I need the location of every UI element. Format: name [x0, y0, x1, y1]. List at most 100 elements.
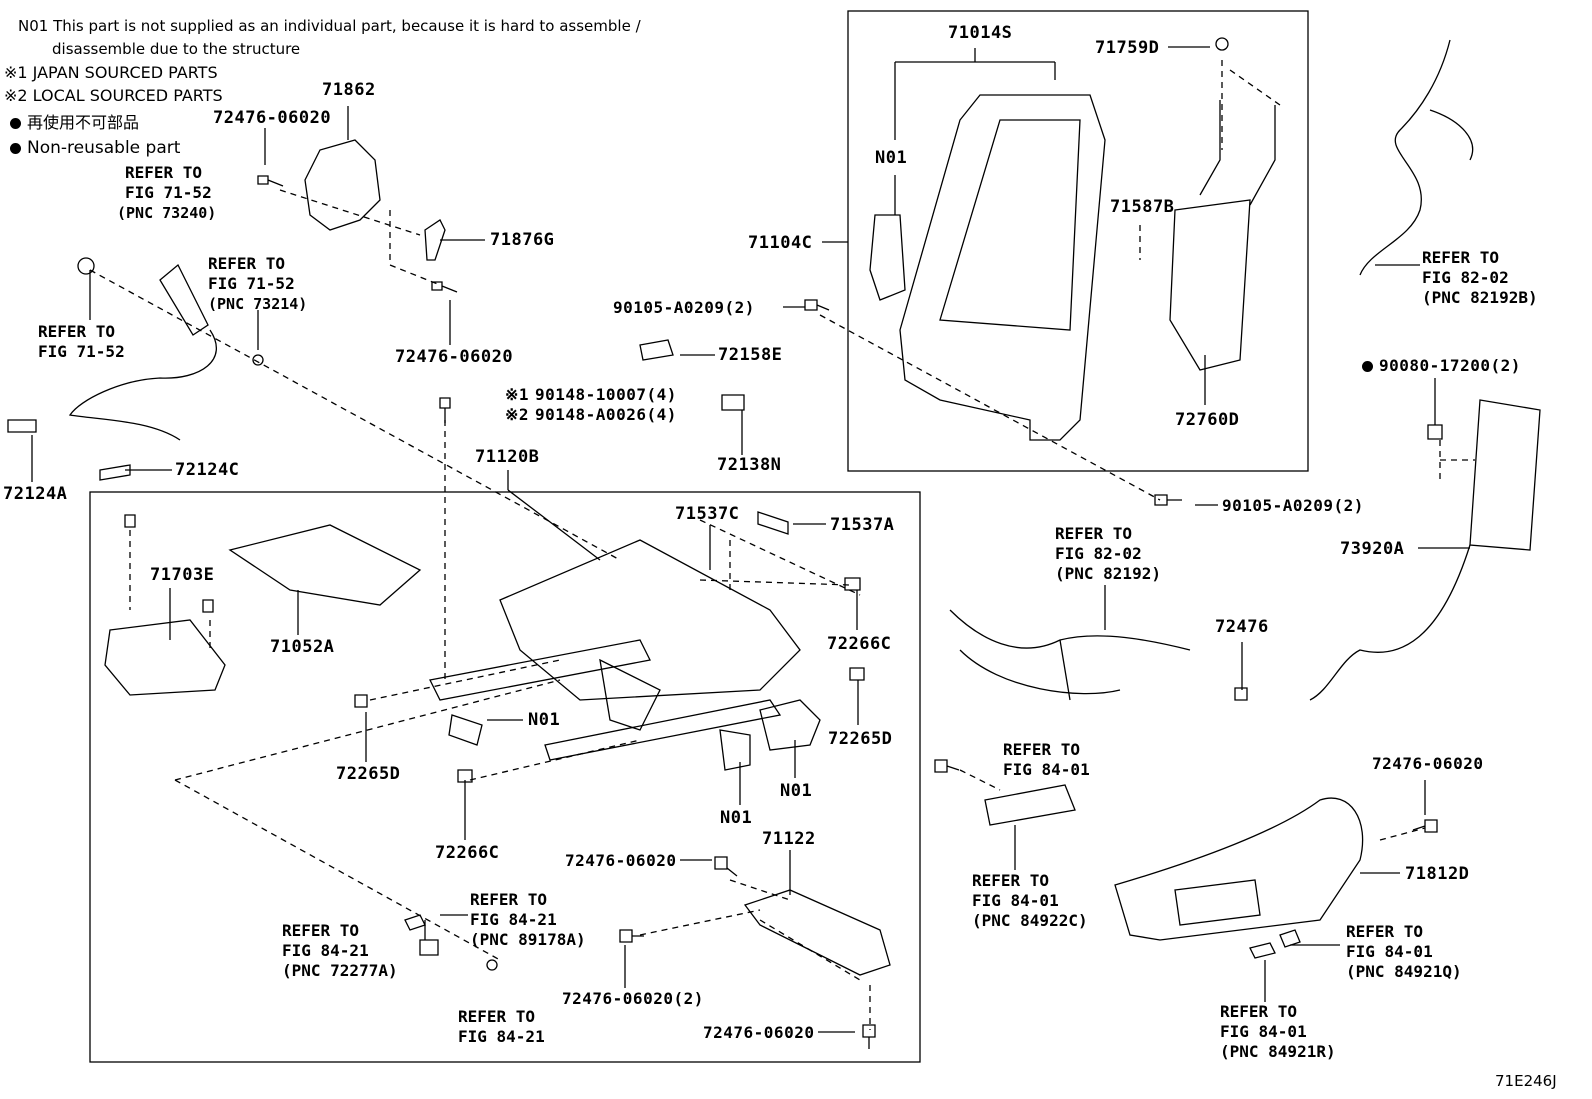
note-nonreuse-en-text: Non-reusable part: [27, 138, 181, 158]
note-nonreuse-jp: 再使用不可部品: [10, 112, 139, 134]
part-71862[interactable]: 71862: [322, 80, 376, 100]
ref-line: FIG 84-01: [1003, 760, 1090, 779]
ref-fig-84-01-pnc-84922c[interactable]: REFER TO FIG 84-01 (PNC 84922C): [972, 871, 1088, 931]
ref-line: REFER TO: [1346, 922, 1424, 941]
note-nonreuse-en: Non-reusable part: [10, 137, 180, 159]
ref-line: REFER TO: [125, 163, 203, 182]
ref-line: FIG 82-02: [1422, 268, 1509, 287]
part-71876g[interactable]: 71876G: [490, 230, 555, 250]
ref-line: FIG 84-01: [972, 891, 1059, 910]
part-71587b[interactable]: 71587B: [1110, 197, 1175, 217]
ref-line: REFER TO: [972, 871, 1050, 890]
ref-line: REFER TO: [38, 322, 116, 341]
ref-fig-71-52[interactable]: REFER TO FIG 71-52: [38, 322, 125, 362]
part-72124a[interactable]: 72124A: [3, 484, 68, 504]
ref-line: (PNC 84921R): [1220, 1042, 1336, 1061]
part-72124c[interactable]: 72124C: [175, 460, 240, 480]
part-90148-a0026[interactable]: 90148-A0026(4): [535, 405, 677, 424]
ref-fig-82-02-pnc-82192b[interactable]: REFER TO FIG 82-02 (PNC 82192B): [1422, 248, 1538, 308]
part-72476-06020-d[interactable]: 72476-06020: [703, 1023, 815, 1042]
bullet-icon: [10, 142, 21, 154]
part-71104c[interactable]: 71104C: [748, 233, 813, 253]
nonreuse-dot-icon: [1362, 361, 1373, 372]
part-71052a[interactable]: 71052A: [270, 637, 335, 657]
part-72476-06020-a[interactable]: 72476-06020: [213, 108, 332, 128]
part-n01-a[interactable]: N01: [875, 148, 908, 168]
ref-line: FIG 71-52: [208, 274, 295, 293]
ref-line: REFER TO: [208, 254, 286, 273]
ref-fig-84-01-pnc-84921q[interactable]: REFER TO FIG 84-01 (PNC 84921Q): [1346, 922, 1462, 982]
part-72476-06020-2[interactable]: 72476-06020(2): [562, 989, 704, 1008]
ref-line: FIG 84-01: [1346, 942, 1433, 961]
ref-line: (PNC 72277A): [282, 961, 398, 980]
ref-line: FIG 71-52: [38, 342, 125, 361]
part-72265d-a[interactable]: 72265D: [828, 729, 893, 749]
part-72476-06020-b[interactable]: 72476-06020: [395, 347, 514, 367]
part-71122[interactable]: 71122: [762, 829, 816, 849]
ref-fig-84-21-pnc-89178a[interactable]: REFER TO FIG 84-21 (PNC 89178A): [470, 890, 586, 950]
ref-line: FIG 84-21: [458, 1027, 545, 1046]
marker-local: ※2: [505, 405, 530, 424]
part-71537a[interactable]: 71537A: [830, 515, 895, 535]
ref-line: (PNC 82192): [1055, 564, 1161, 583]
note-japan-sourced: ※1 JAPAN SOURCED PARTS: [4, 63, 218, 82]
ref-line: (PNC 84921Q): [1346, 962, 1462, 981]
part-90105-a0209-a[interactable]: 90105-A0209(2): [613, 298, 755, 317]
ref-line: (PNC 73240): [117, 204, 217, 222]
part-72476-06020-e[interactable]: 72476-06020: [1372, 754, 1484, 773]
ref-fig-71-52-pnc-73214[interactable]: REFER TO FIG 71-52 (PNC 73214): [208, 254, 307, 314]
ref-fig-84-01-a[interactable]: REFER TO FIG 84-01: [1003, 740, 1090, 780]
ref-line: REFER TO: [1422, 248, 1500, 267]
note-nonreuse-jp-text: 再使用不可部品: [27, 113, 140, 132]
part-71537c[interactable]: 71537C: [675, 504, 740, 524]
part-n01-d[interactable]: N01: [720, 808, 753, 828]
ref-line: FIG 71-52: [125, 183, 212, 202]
ref-line: REFER TO: [458, 1007, 536, 1026]
ref-line: FIG 84-21: [470, 910, 557, 929]
marker-japan: ※1: [505, 385, 530, 404]
part-71014s[interactable]: 71014S: [948, 23, 1013, 43]
ref-line: (PNC 84922C): [972, 911, 1088, 930]
part-71120b[interactable]: 71120B: [475, 447, 540, 467]
ref-line: (PNC 82192B): [1422, 288, 1538, 307]
ref-line: REFER TO: [1220, 1002, 1298, 1021]
ref-line: FIG 84-21: [282, 941, 369, 960]
part-71703e[interactable]: 71703E: [150, 565, 215, 585]
part-n01-b[interactable]: N01: [528, 710, 561, 730]
bullet-icon: [10, 118, 21, 129]
part-72266c-a[interactable]: 72266C: [827, 634, 892, 654]
note-local-sourced: ※2 LOCAL SOURCED PARTS: [4, 86, 223, 105]
ref-fig-82-02-pnc-82192[interactable]: REFER TO FIG 82-02 (PNC 82192): [1055, 524, 1161, 584]
ref-fig-71-52-pnc-73240[interactable]: REFER TO FIG 71-52 (PNC 73240): [117, 163, 216, 223]
part-72760d[interactable]: 72760D: [1175, 410, 1240, 430]
ref-line: FIG 82-02: [1055, 544, 1142, 563]
ref-fig-84-21-pnc-72277a[interactable]: REFER TO FIG 84-21 (PNC 72277A): [282, 921, 398, 981]
ref-fig-84-01-pnc-84921r[interactable]: REFER TO FIG 84-01 (PNC 84921R): [1220, 1002, 1336, 1062]
part-72138n[interactable]: 72138N: [717, 455, 782, 475]
part-90105-a0209-b[interactable]: 90105-A0209(2): [1222, 496, 1364, 515]
part-n01-c[interactable]: N01: [780, 781, 813, 801]
part-73920a[interactable]: 73920A: [1340, 539, 1405, 559]
part-72158e[interactable]: 72158E: [718, 345, 783, 365]
ref-line: REFER TO: [282, 921, 360, 940]
part-72266c-b[interactable]: 72266C: [435, 843, 500, 863]
part-71759d[interactable]: 71759D: [1095, 38, 1160, 58]
figure-code: 71E246J: [1495, 1072, 1557, 1090]
part-71812d[interactable]: 71812D: [1405, 864, 1470, 884]
part-90080-17200[interactable]: 90080-17200(2): [1362, 356, 1521, 376]
part-72265d-b[interactable]: 72265D: [336, 764, 401, 784]
part-90080-17200-text: 90080-17200(2): [1379, 356, 1521, 375]
part-72476[interactable]: 72476: [1215, 617, 1269, 637]
ref-line: (PNC 73214): [208, 295, 308, 313]
ref-line: (PNC 89178A): [470, 930, 586, 949]
note-n01-line1: N01 This part is not supplied as an indi…: [18, 17, 641, 35]
ref-line: FIG 84-01: [1220, 1022, 1307, 1041]
note-n01-line2: disassemble due to the structure: [52, 40, 301, 58]
ref-line: REFER TO: [1003, 740, 1081, 759]
part-72476-06020-c[interactable]: 72476-06020: [565, 851, 677, 870]
ref-fig-84-21[interactable]: REFER TO FIG 84-21: [458, 1007, 545, 1047]
part-90148-10007[interactable]: 90148-10007(4): [535, 385, 677, 404]
ref-line: REFER TO: [470, 890, 548, 909]
ref-line: REFER TO: [1055, 524, 1133, 543]
